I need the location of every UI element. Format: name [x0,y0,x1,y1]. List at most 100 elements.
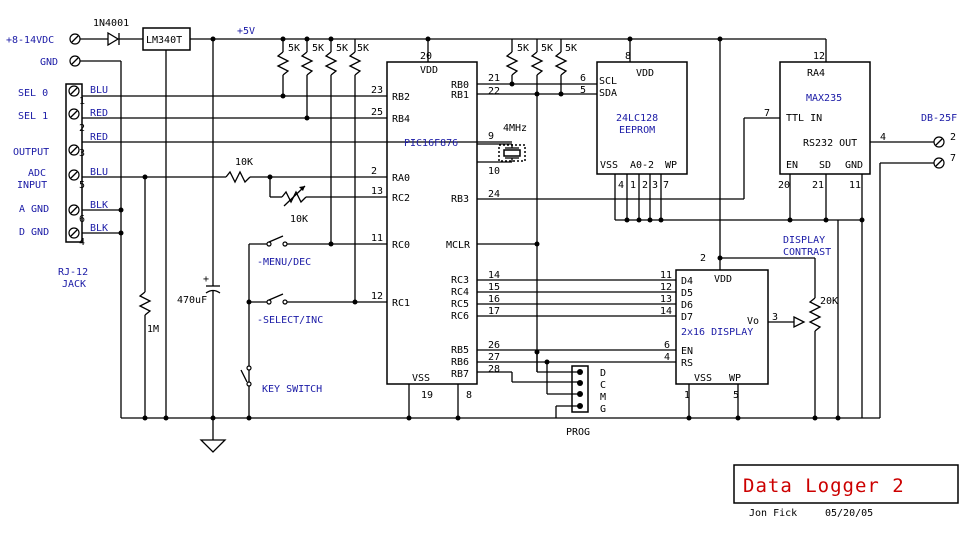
prog-label: PROG [566,427,590,438]
eeprom-scl-label: SCL [599,76,617,87]
pic-pinnum-24: 24 [488,189,500,200]
pic16f876: 20 VDD PIC16F876 VSS 19 8 RB2 23 RB4 25 … [371,36,527,418]
jack-pin-6: 6 [79,214,85,225]
pic-vss-label: VSS [412,373,430,384]
eeprom-addr-label: A0-2 [630,160,654,171]
display-vo-pin: 3 [772,312,778,323]
jack-pin-4: 4 [79,237,85,248]
pic-pin-rb7: RB7 [451,369,469,380]
display-rs-pin: 4 [664,352,670,363]
db25-pin-2: 2 [950,132,956,143]
pullup-label-1: 5K [288,43,300,54]
pic-right-wiring: 5K 5K 5K 7 [477,38,780,418]
max-pin-21: 21 [812,180,824,191]
pullup-label-3: 5K [336,43,348,54]
pic-vdd-pin: 20 [420,51,432,62]
pullup-label-7: 5K [565,43,577,54]
pic-pin-rc4: RC4 [451,287,469,298]
pic-vss-pin-19: 19 [421,390,433,401]
pic-pinnum-17: 17 [488,306,500,317]
cap-label: 470uF [177,295,207,306]
menu-switch-label: -MENU/DEC [257,257,311,268]
vcc-label: +5V [237,26,255,37]
diode-1n4001 [107,31,120,47]
jack-signal-agnd: A GND [19,204,49,215]
pic-vdd-label: VDD [420,65,438,76]
resistor-1m: 1M [138,177,159,418]
display-d6: D6 [681,300,693,311]
max235-body [779,61,871,175]
pic-pin-rb3: RB3 [451,194,469,205]
rj12-jack: SEL 0 SEL 1 OUTPUT ADC INPUT A GND D GND… [13,83,512,290]
eeprom-pin-1: 1 [630,180,636,191]
eeprom-vdd-label: VDD [636,68,654,79]
max-vcc-pin: 12 [813,51,825,62]
display-vss: VSS [694,373,712,384]
pullup-label-6: 5K [541,43,553,54]
eeprom-24lc128: 8 VDD SCL 6 SDA 5 24LC128 EEPROM VSS A0-… [561,36,862,223]
display-name: 2x16 DISPLAY [681,327,753,338]
pic-pinnum-11: 11 [371,233,383,244]
pic-pin-rb0: RB0 [451,80,469,91]
pullup-label-4: 5K [357,43,369,54]
jack-pin-1: 1 [79,96,85,107]
pic-pin-rc2: RC2 [392,193,410,204]
pic-pin-rb5: RB5 [451,345,469,356]
prog-pin-g: G [600,404,606,415]
max-sd-label: SD [819,160,831,171]
display-pin-13: 13 [660,294,672,305]
eeprom-wp-label: WP [665,160,677,171]
diode-label: 1N4001 [93,18,129,29]
adc-series-label: 10K [235,157,253,168]
max-gnd-label: GND [845,160,863,171]
pic-pin-rb1: RB1 [451,90,469,101]
max235: 12 RA4 MAX235 TTL IN RS232 OUT EN SD GND… [630,38,934,418]
jack-label-2: JACK [62,279,86,290]
jack-signal-output: OUTPUT [13,147,49,158]
power-input-label: +8-14VDC [6,35,54,46]
pic-pinnum-14: 14 [488,270,500,281]
max-ttl-label: TTL IN [786,113,822,124]
ground-icon [199,418,227,453]
eeprom-body [596,61,688,175]
pic-pin-rc1: RC1 [392,298,410,309]
title-block: Data Logger 2 Jon Fick 05/20/05 [733,464,959,519]
pic-pinnum-27: 27 [488,352,500,363]
pic-body [386,61,478,385]
pic-pinnum-25: 25 [371,107,383,118]
bleed-resistor-label: 1M [147,324,159,335]
jack-signal-dgnd: D GND [19,227,49,238]
wire-color-3: RED [90,132,108,143]
eeprom-sda-pin: 5 [580,85,586,96]
max-pin-20: 20 [778,180,790,191]
eeprom-name-2: EEPROM [619,125,655,136]
osc-pin-9: 9 [488,131,494,142]
pic-pinnum-22: 22 [488,86,500,97]
lcd-display: 2 VDD D4 D5 D6 D7 11 12 13 14 EN 6 RS 4 … [660,36,839,418]
prog-connector [571,365,589,413]
max-ttl-pin: 7 [764,108,770,119]
contrast-label-1: DISPLAY [783,235,825,246]
jack-pin-3: 3 [79,148,85,159]
gnd-input-label: GND [40,57,58,68]
capacitor-470uf [205,285,221,294]
wire-color-4: BLU [90,167,108,178]
pic-pin-rb4: RB4 [392,114,410,125]
db25-connector: DB-25F 2 7 [862,113,957,419]
pic-vss-pin-8: 8 [466,390,472,401]
pic-pin-rb6: RB6 [451,357,469,368]
db25-label: DB-25F [921,113,957,124]
jack-pin-2: 2 [79,123,85,134]
max-ra4-label: RA4 [807,68,825,79]
display-pin-5: 5 [733,390,739,401]
eeprom-name-1: 24LC128 [616,113,658,124]
jack-signal-input: INPUT [17,180,47,191]
max-pin-11: 11 [849,180,861,191]
crystal-4mhz [503,149,521,157]
eeprom-pin-4: 4 [618,180,624,191]
display-pin-14: 14 [660,306,672,317]
pullup-label-2: 5K [312,43,324,54]
pic-pinnum-21: 21 [488,73,500,84]
display-vdd-label: VDD [714,274,732,285]
